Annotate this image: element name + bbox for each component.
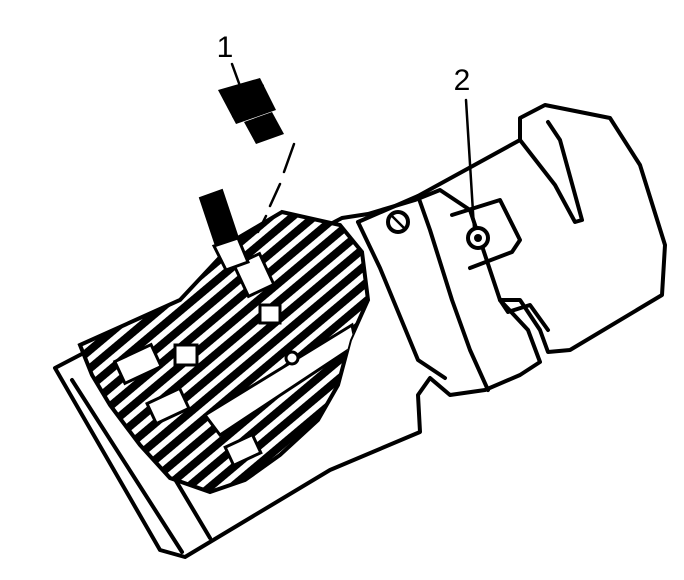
hatched-housing (77, 209, 371, 495)
callout-1: 1 (217, 31, 242, 88)
callout-2: 2 (454, 64, 476, 230)
callout-1-label: 1 (217, 31, 234, 64)
spring-screw-part-1 (218, 78, 296, 234)
callout-2-label: 2 (454, 64, 471, 97)
stud-pin (198, 188, 250, 272)
latch-bracket (356, 103, 667, 392)
fitting-hole-part-2 (466, 226, 490, 250)
